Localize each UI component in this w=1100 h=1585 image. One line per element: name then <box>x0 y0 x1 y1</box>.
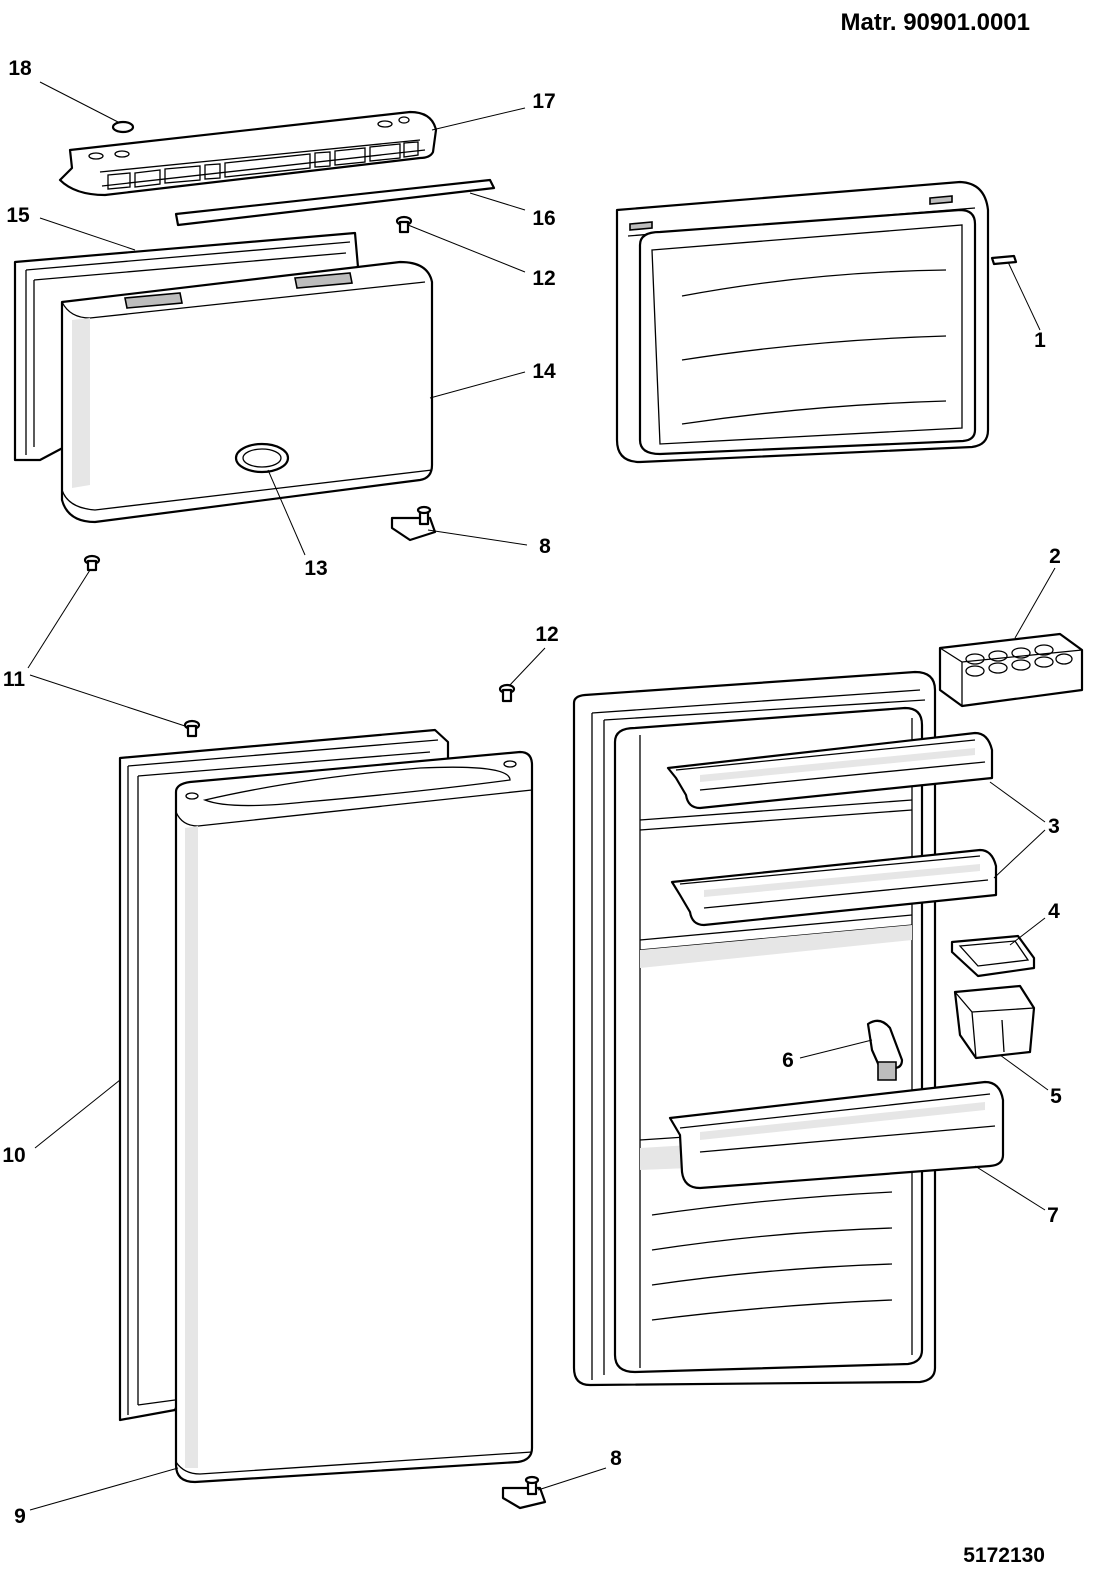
leader-10 <box>34 1079 121 1149</box>
leader-3b <box>993 829 1046 879</box>
part-4-butter-tray <box>950 934 1036 978</box>
part-3-shelf-lower <box>670 848 998 927</box>
callout-5: 5 <box>1050 1085 1062 1108</box>
leader-12b <box>508 647 546 687</box>
callout-16: 16 <box>532 207 555 230</box>
leader-18 <box>39 81 119 123</box>
callout-3: 3 <box>1048 815 1060 838</box>
leader-6 <box>799 1039 873 1059</box>
callout-15: 15 <box>6 204 30 227</box>
leader-15 <box>39 217 136 251</box>
part-2-egg-tray <box>938 632 1084 708</box>
leader-9 <box>29 1467 179 1511</box>
part-6-knob <box>866 1019 904 1081</box>
leader-8a <box>427 529 528 546</box>
callout-13: 13 <box>304 557 327 580</box>
callout-7: 7 <box>1047 1204 1059 1227</box>
leader-lines <box>27 81 1056 1511</box>
part-8-hinge-top <box>390 505 437 542</box>
callout-11: 11 <box>3 668 26 691</box>
part-16-strip <box>174 178 496 227</box>
part-18-cap <box>111 120 135 134</box>
callout-9: 9 <box>14 1505 26 1528</box>
part-3-shelf-upper <box>666 731 994 810</box>
part-11-screw-a <box>83 554 101 572</box>
callout-1: 1 <box>1034 329 1046 352</box>
callout-labels: 18 17 16 15 12 14 13 8 1 2 12 11 3 4 6 5… <box>2 57 1062 1528</box>
leader-14 <box>429 371 526 399</box>
part-8-hinge-bottom <box>501 1475 547 1510</box>
callout-18: 18 <box>8 57 32 80</box>
leader-2 <box>1014 567 1056 639</box>
leader-1 <box>1007 261 1041 331</box>
drawing-number: 5172130 <box>963 1544 1045 1567</box>
callout-4: 4 <box>1048 900 1060 923</box>
callout-12a: 12 <box>532 267 555 290</box>
part-14-freezer-door <box>60 260 434 524</box>
callout-2: 2 <box>1049 545 1061 568</box>
callout-14: 14 <box>532 360 556 383</box>
part-9-fridge-door <box>174 750 534 1484</box>
leader-13 <box>267 469 306 556</box>
part-12-screw-top <box>395 215 413 234</box>
freezer-door-inner <box>615 180 1018 464</box>
leader-8b <box>537 1467 607 1491</box>
leader-5 <box>999 1054 1049 1091</box>
leader-3a <box>989 781 1046 823</box>
part-1-clip <box>990 254 1018 266</box>
leader-11b <box>29 674 189 728</box>
material-number: Matr. 90901.0001 <box>841 9 1030 36</box>
leader-16 <box>469 192 526 211</box>
leader-7 <box>974 1165 1046 1211</box>
callout-17: 17 <box>532 90 555 113</box>
part-7-bottle-shelf <box>668 1080 1005 1190</box>
leader-12a <box>407 224 526 273</box>
leader-17 <box>431 107 526 131</box>
leader-11a <box>27 569 91 669</box>
part-12-screw-mid <box>498 683 516 703</box>
part-11-screw-b <box>183 719 201 738</box>
callout-6: 6 <box>782 1049 794 1072</box>
leader-4 <box>1009 917 1046 946</box>
callout-10: 10 <box>2 1144 25 1167</box>
part-17-hinge-cover <box>58 110 438 197</box>
part-13-badge <box>234 442 290 474</box>
callout-8b: 8 <box>610 1447 622 1470</box>
part-5-storage-box <box>953 984 1036 1060</box>
callout-12b: 12 <box>535 623 558 646</box>
callout-8a: 8 <box>539 535 551 558</box>
